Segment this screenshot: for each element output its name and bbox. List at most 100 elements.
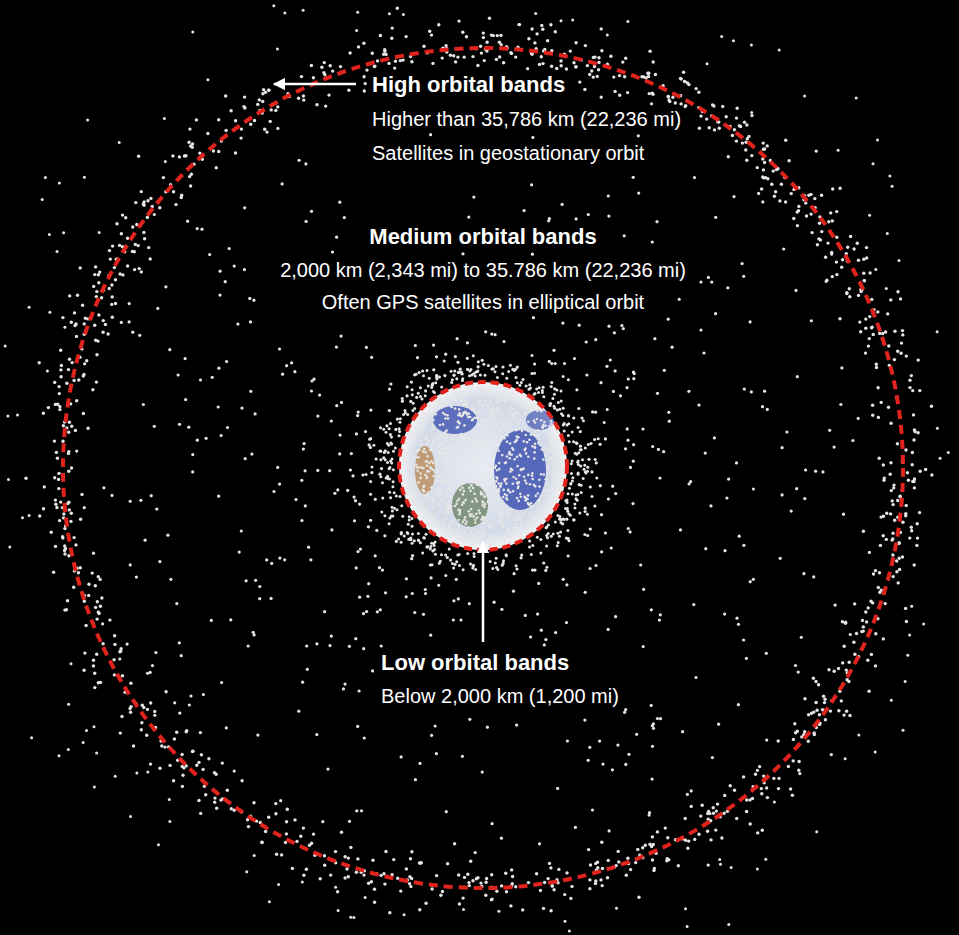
satellite-dot [318,394,321,397]
satellite-dot [302,874,305,877]
satellite-dot [461,31,464,34]
satellite-dot [53,476,56,479]
satellite-dot [393,66,396,69]
satellite-dot [625,874,628,877]
satellite-dot [539,538,542,541]
satellite-dot [365,346,368,349]
satellite-dot [369,446,372,449]
satellite-dot [283,11,286,14]
satellite-dot [690,805,693,808]
satellite-dot [67,748,70,751]
satellite-dot [95,752,98,755]
satellite-dot [207,757,210,760]
satellite-dot [596,75,599,78]
satellite-dot [766,408,769,411]
satellite-dot [922,622,925,625]
satellite-dot [375,457,378,460]
satellite-dot [219,798,222,801]
satellite-dot [285,832,288,835]
satellite-dot [376,59,379,62]
satellite-dot [556,787,559,790]
satellite-dot [320,66,323,69]
satellite-dot [567,554,570,557]
satellite-dot [297,97,300,100]
satellite-dot [773,195,776,198]
satellite-dot [93,785,96,788]
satellite-dot [762,176,765,179]
satellite-dot [810,319,813,322]
satellite-dot [441,890,444,893]
satellite-dot [330,419,333,422]
satellite-dot [364,896,367,899]
satellite-dot [140,270,143,273]
satellite-dot [856,242,859,245]
satellite-dot [74,429,77,432]
satellite-dot [126,237,129,240]
satellite-dot [243,206,246,209]
satellite-dot [686,793,689,796]
satellite-dot [866,659,869,662]
satellite-dot [371,52,374,55]
satellite-dot [531,253,534,256]
satellite-dot [756,868,759,871]
satellite-dot [79,566,82,569]
satellite-dot [796,211,799,214]
satellite-dot [743,388,746,391]
satellite-dot [594,411,597,414]
satellite-dot [604,531,607,534]
satellite-dot [737,703,740,706]
satellite-dot [763,390,766,393]
satellite-dot [800,636,803,639]
satellite-dot [720,35,723,38]
satellite-dot [652,869,655,872]
satellite-dot [221,761,224,764]
satellite-dot [583,719,586,722]
satellite-dot [330,528,333,531]
satellite-dot [323,864,326,867]
satellite-dot [530,183,533,186]
satellite-dot [905,354,908,357]
satellite-dot [70,425,73,428]
satellite-dot [524,614,527,617]
satellite-dot [818,713,821,716]
satellite-dot [417,392,420,395]
satellite-dot [95,653,98,656]
satellite-dot [538,63,541,66]
satellite-dot [463,876,466,879]
satellite-dot [872,333,875,336]
satellite-dot [908,633,911,636]
satellite-dot [158,206,161,209]
satellite-dot [140,728,143,731]
satellite-dot [185,730,188,733]
satellite-dot [337,909,340,912]
satellite-dot [528,388,531,391]
satellite-dot [637,192,640,195]
satellite-dot [334,850,337,853]
satellite-dot [490,333,493,336]
satellite-dot [599,878,602,881]
satellite-dot [411,592,414,595]
satellite-dot [362,873,365,876]
satellite-dot [545,566,548,569]
satellite-dot [507,370,510,373]
satellite-dot [684,839,687,842]
satellite-dot [565,871,568,874]
satellite-dot [876,138,879,141]
satellite-dot [230,807,233,810]
satellite-dot [556,544,559,547]
satellite-dot [885,538,888,541]
satellite-dot [853,602,856,605]
satellite-dot [118,244,121,247]
satellite-dot [774,190,777,193]
satellite-dot [885,287,888,290]
satellite-dot [551,884,554,887]
satellite-dot [63,326,66,329]
satellite-dot [586,64,589,67]
satellite-dot [304,162,307,165]
satellite-dot [515,724,518,727]
ocean-patch [433,406,477,434]
satellite-dot [253,854,256,857]
satellite-dot [845,678,848,681]
satellite-dot [595,477,598,480]
satellite-dot [93,672,96,675]
